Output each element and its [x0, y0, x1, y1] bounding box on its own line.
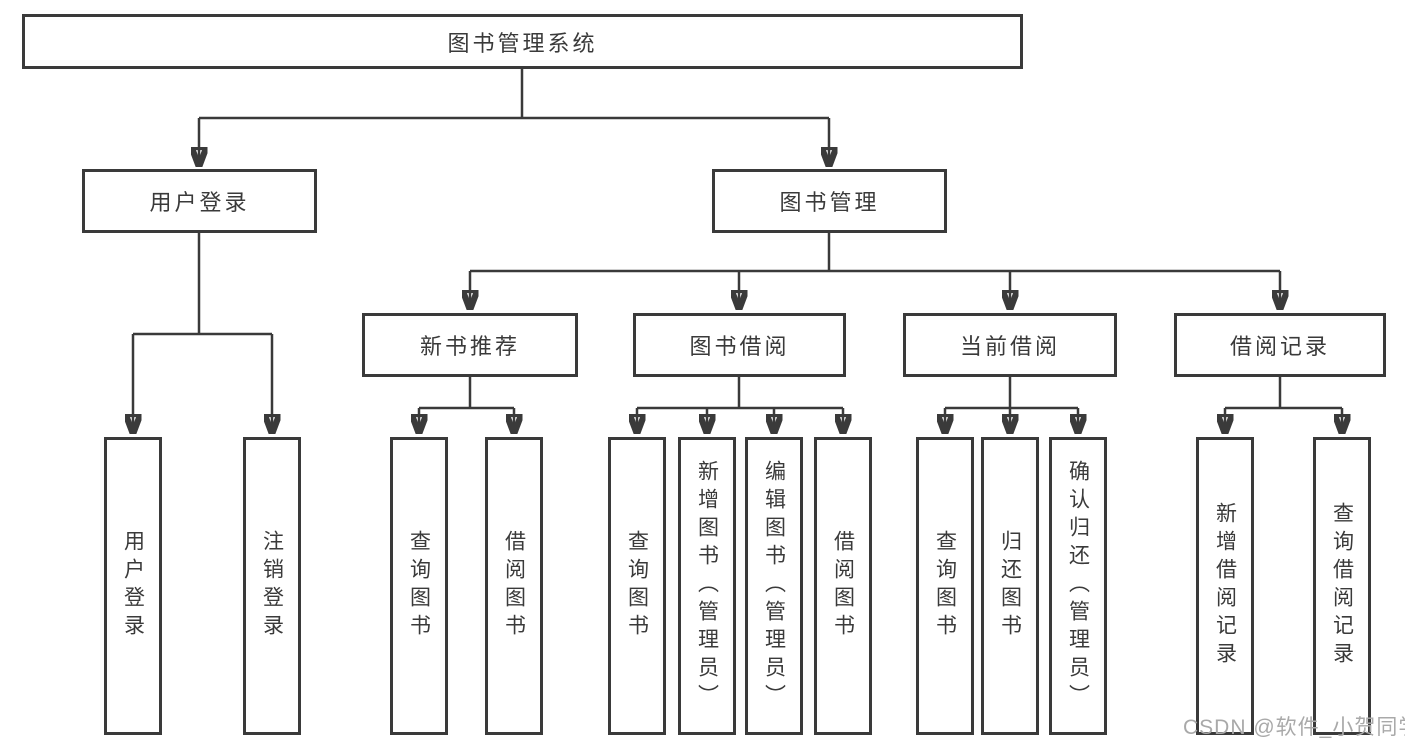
leaf-br-add-record: 新增借阅记录 [1196, 437, 1254, 735]
leaf-br-add-record-label: 新增借阅记录 [1213, 502, 1237, 670]
leaf-nbr-query-books-label: 查询图书 [407, 530, 431, 642]
leaf-user-login: 用户登录 [104, 437, 162, 735]
leaf-nbr-borrow-books-label: 借阅图书 [502, 530, 526, 642]
leaf-nbr-borrow-books: 借阅图书 [485, 437, 543, 735]
leaf-bb-add-books-admin-label: 新增图书（管理员） [695, 460, 719, 712]
leaf-bb-edit-books-admin: 编辑图书（管理员） [745, 437, 803, 735]
leaf-cb-return-books: 归还图书 [981, 437, 1039, 735]
leaf-cb-confirm-return-admin: 确认归还（管理员） [1049, 437, 1107, 735]
leaf-user-login-label: 用户登录 [121, 530, 145, 642]
node-book-management: 图书管理 [712, 169, 947, 233]
leaf-nbr-query-books: 查询图书 [390, 437, 448, 735]
connector-root-to-level1 [199, 69, 829, 167]
leaf-cb-query-books: 查询图书 [916, 437, 974, 735]
leaf-logout-label: 注销登录 [260, 530, 284, 642]
leaf-bb-query-books-label: 查询图书 [625, 530, 649, 642]
leaf-logout: 注销登录 [243, 437, 301, 735]
node-current-borrow: 当前借阅 [903, 313, 1117, 377]
node-new-book-recommend: 新书推荐 [362, 313, 578, 377]
leaf-bb-borrow-books: 借阅图书 [814, 437, 872, 735]
leaf-bb-add-books-admin: 新增图书（管理员） [678, 437, 736, 735]
node-root-system: 图书管理系统 [22, 14, 1023, 69]
node-user-login: 用户登录 [82, 169, 317, 233]
connector-book-borrow-to-leaves [637, 377, 843, 434]
leaf-br-query-record-label: 查询借阅记录 [1330, 502, 1354, 670]
csdn-watermark: CSDN @软件_小贺同学 [1183, 716, 1405, 739]
connector-new-book-rec-to-leaves [419, 377, 514, 434]
leaf-bb-edit-books-admin-label: 编辑图书（管理员） [762, 460, 786, 712]
leaf-bb-query-books: 查询图书 [608, 437, 666, 735]
node-borrow-records: 借阅记录 [1174, 313, 1386, 377]
leaf-cb-confirm-return-admin-label: 确认归还（管理员） [1066, 460, 1090, 712]
connector-user-login-to-leaves [133, 233, 272, 434]
connector-current-borrow-to-leaves [945, 377, 1078, 434]
leaf-bb-borrow-books-label: 借阅图书 [831, 530, 855, 642]
leaf-cb-query-books-label: 查询图书 [933, 530, 957, 642]
leaf-br-query-record: 查询借阅记录 [1313, 437, 1371, 735]
node-book-borrow: 图书借阅 [633, 313, 846, 377]
leaf-cb-return-books-label: 归还图书 [998, 530, 1022, 642]
connector-book-mgmt-to-level2 [470, 233, 1280, 310]
connector-borrow-records-to-leaves [1225, 377, 1342, 434]
